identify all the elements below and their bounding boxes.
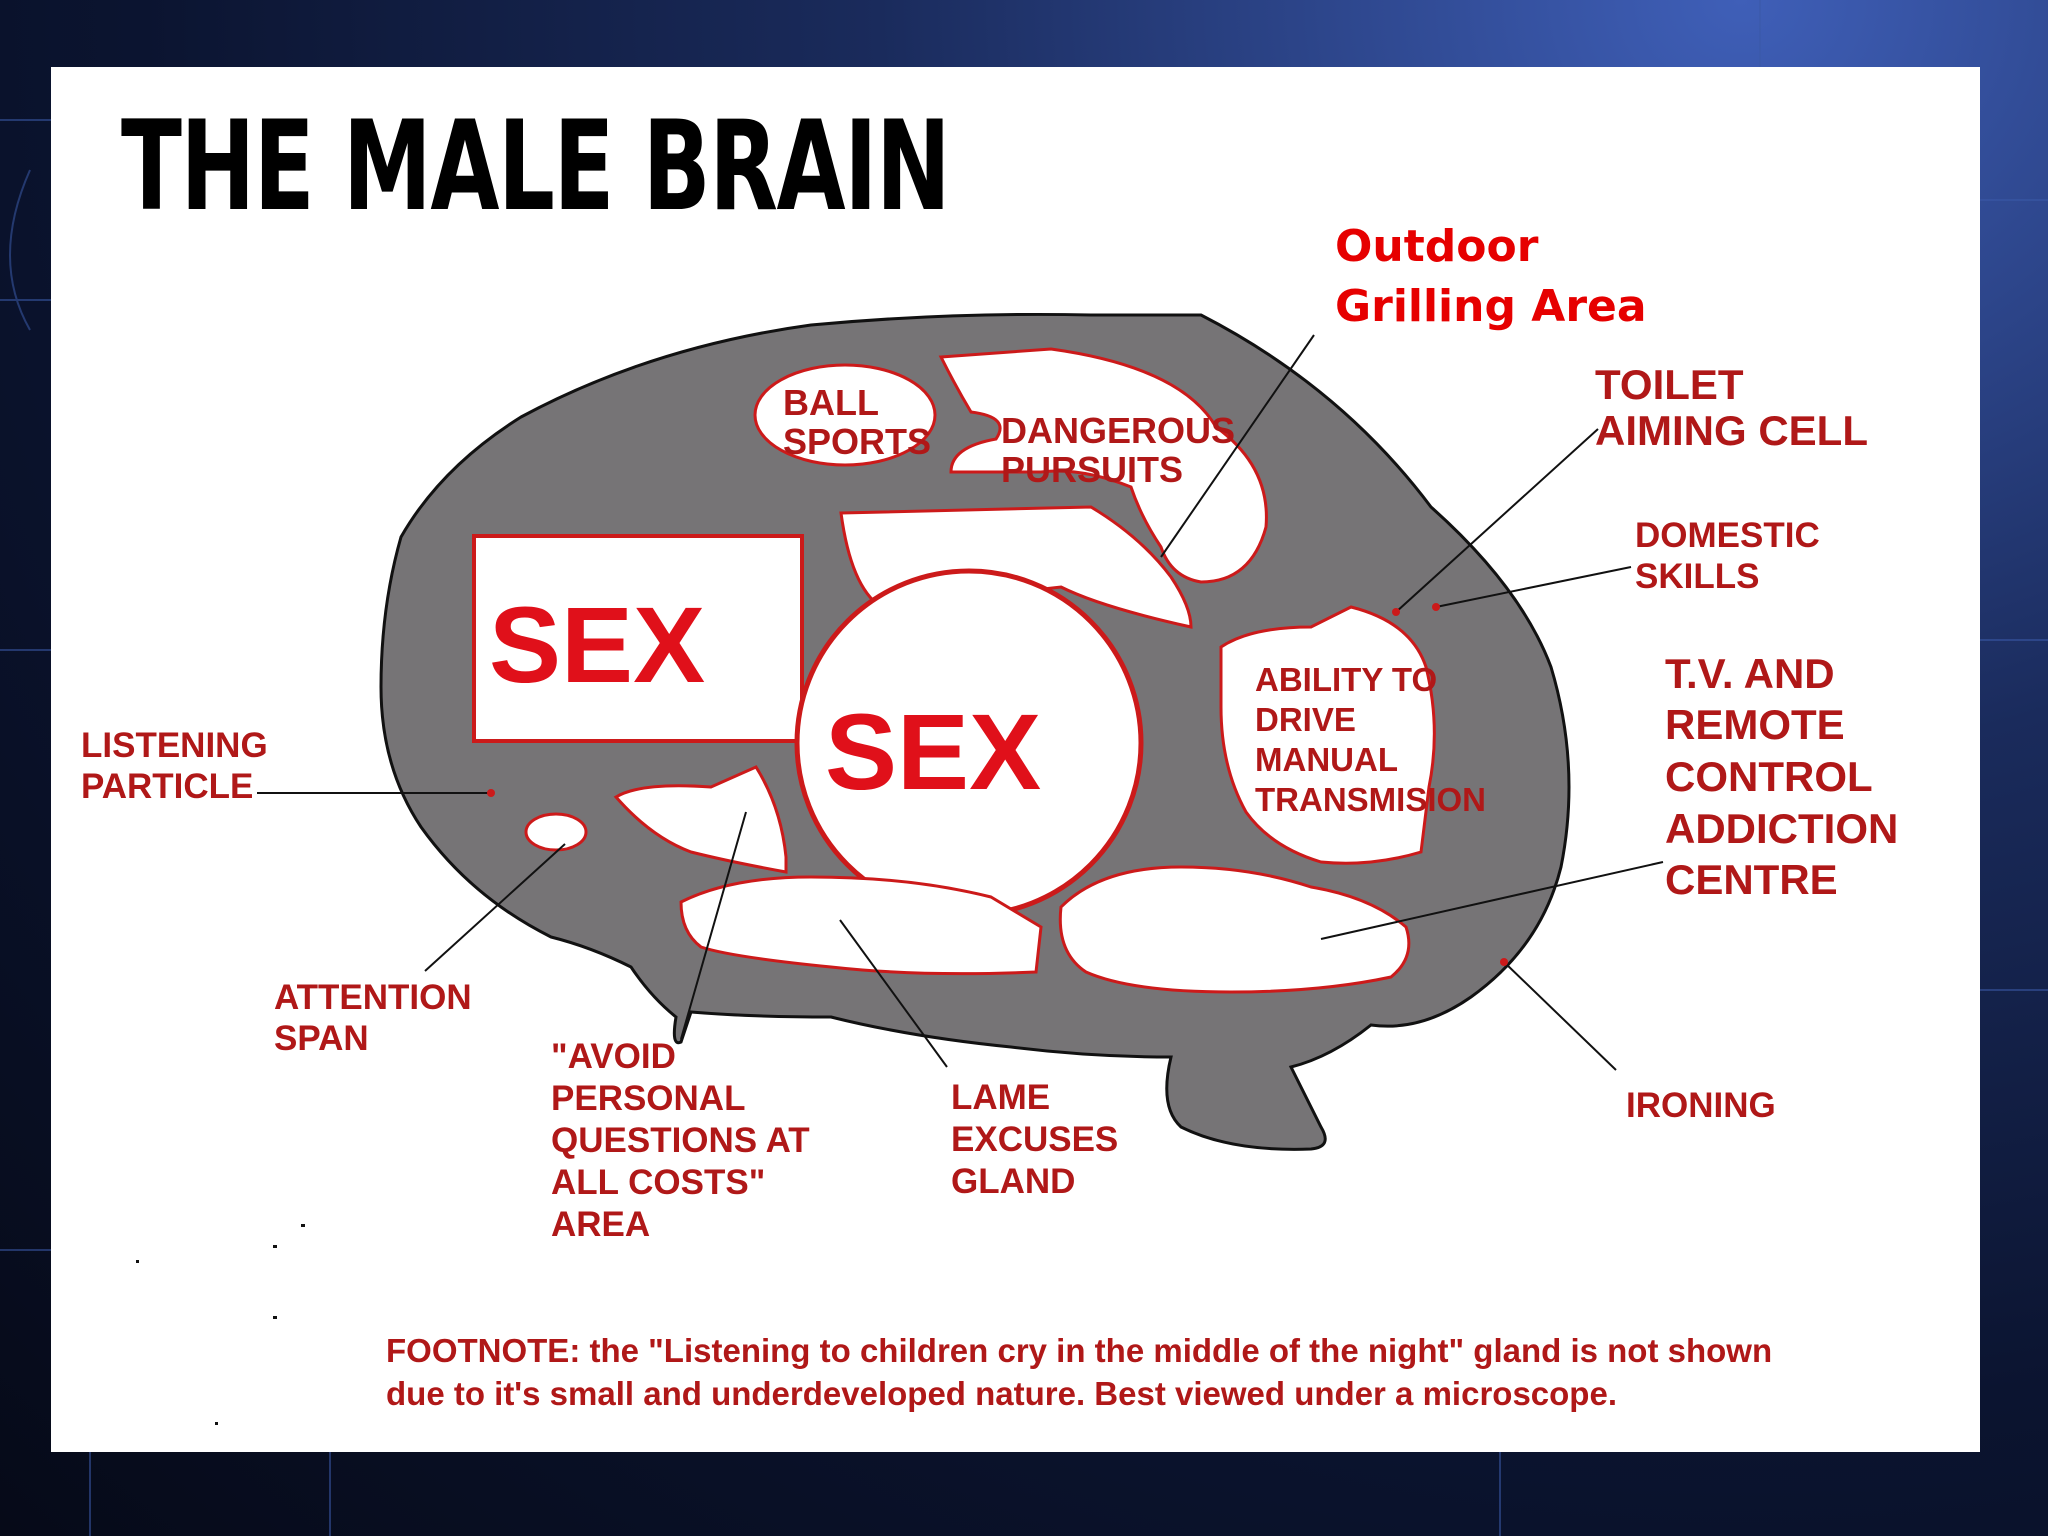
- speck: [273, 1245, 277, 1248]
- region-ball-sports: [753, 363, 937, 467]
- lame-excuses-label: LAME EXCUSES GLAND: [951, 1078, 1128, 1201]
- tv-remote-label: T.V. AND REMOTE CONTROL ADDICTION CENTRE: [1665, 650, 1910, 903]
- leader-ironing: [1503, 961, 1617, 1071]
- region-attention-span: [524, 812, 588, 852]
- region-avoid-area: [613, 765, 788, 874]
- leader-toilet: [1395, 428, 1599, 613]
- region-ability-to-drive: [1219, 605, 1436, 865]
- speck: [301, 1224, 305, 1227]
- listening-particle-label: LISTENING PARTICLE: [81, 726, 277, 806]
- listening-point: [487, 789, 495, 797]
- sex-box-label: SEX: [489, 584, 705, 705]
- speck: [273, 1316, 277, 1319]
- leader-outdoor: [1160, 334, 1315, 558]
- speck: [215, 1422, 218, 1425]
- ironing-point: [1500, 958, 1508, 966]
- leader-tv: [1320, 861, 1664, 940]
- domestic-skills-label: DOMESTIC SKILLS: [1635, 516, 1829, 596]
- toilet-point: [1392, 608, 1400, 616]
- leader-attention: [424, 843, 566, 972]
- footnote: FOOTNOTE: the "Listening to children cry…: [386, 1332, 1773, 1412]
- ironing-label: IRONING: [1626, 1086, 1776, 1125]
- ball-sports-label: BALL SPORTS: [783, 382, 931, 462]
- attention-span-label: ATTENTION SPAN: [274, 978, 481, 1058]
- brain-diagram: BALL SPORTS DANGEROUS PURSUITS SEX SEX A…: [81, 312, 1910, 1425]
- speck: [136, 1260, 139, 1263]
- dangerous-pursuits-label: DANGEROUS PURSUITS: [1001, 410, 1245, 490]
- leader-domestic: [1435, 566, 1632, 608]
- region-tv-centre: [1058, 865, 1411, 994]
- diagram-panel: THE MALE BRAIN BALL SPORTS DANGEROUS PUR…: [51, 67, 1980, 1452]
- leader-avoid: [680, 811, 747, 1040]
- ability-to-drive-label: ABILITY TO DRIVE MANUAL TRANSMISION: [1255, 661, 1486, 818]
- sex-circle-label: SEX: [825, 691, 1041, 812]
- domestic-point: [1432, 603, 1440, 611]
- leader-lame: [839, 919, 948, 1068]
- outdoor-grilling-label: Outdoor Grilling Area: [1335, 221, 1647, 332]
- avoid-questions-label: "AVOID PERSONAL QUESTIONS AT ALL COSTS" …: [551, 1037, 819, 1244]
- toilet-aiming-label: TOILET AIMING CELL: [1595, 361, 1868, 454]
- region-sex-box: [472, 534, 804, 743]
- page-title: THE MALE BRAIN: [121, 95, 951, 239]
